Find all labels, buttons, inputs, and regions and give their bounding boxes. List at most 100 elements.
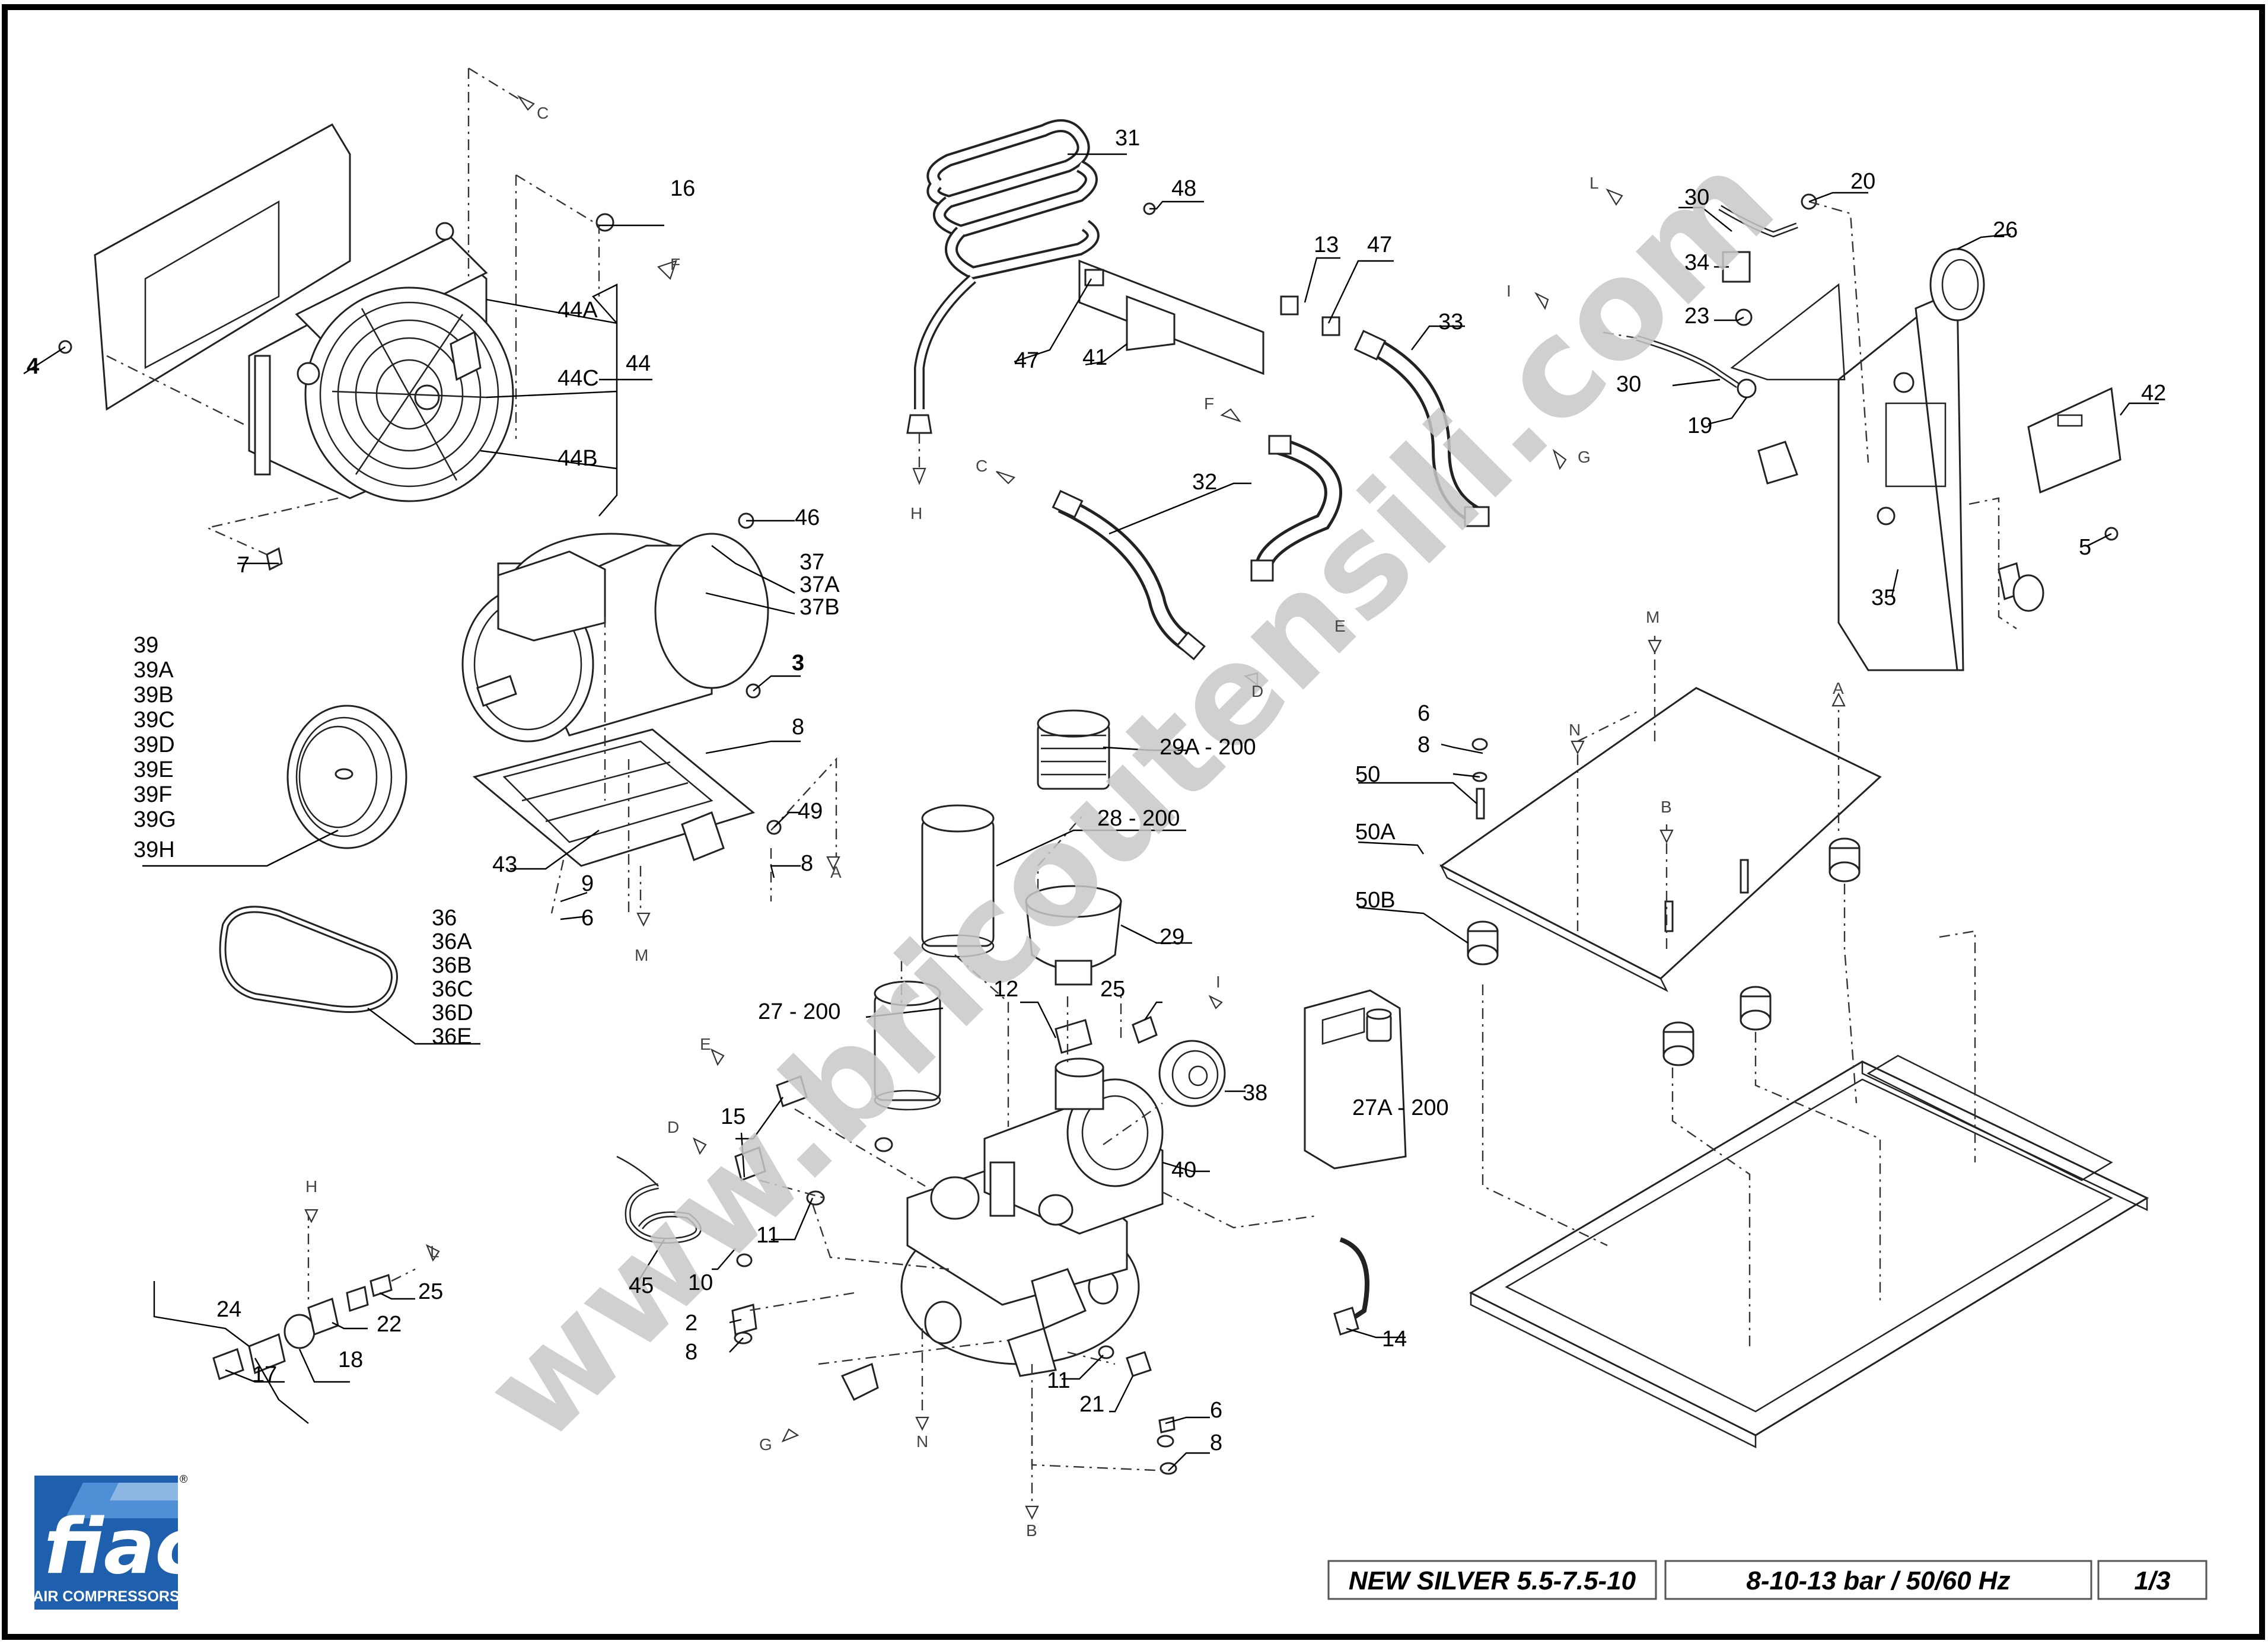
connection-letter: A <box>830 863 842 881</box>
part-label: 39F <box>133 782 172 807</box>
part-label: 19 <box>1687 413 1712 438</box>
part-label: 16 <box>670 176 695 201</box>
part-label: 17 <box>252 1362 277 1387</box>
part-label: 8 <box>1418 732 1430 757</box>
part-label: 4 <box>27 354 39 379</box>
connection-letter: I <box>1216 973 1221 991</box>
part-label: 44A <box>558 298 598 323</box>
part-label: 26 <box>1993 218 2018 243</box>
fitting-assembly <box>212 1274 393 1380</box>
connection-letter: C <box>976 457 988 475</box>
connection-letters: C F H C F G E D L I A M M N B A I E D H … <box>305 104 1844 1540</box>
air-end-compressor <box>616 1015 1369 1475</box>
base-frame <box>1439 687 2149 1449</box>
connection-letter: M <box>1646 608 1659 626</box>
connection-letter: H <box>305 1177 317 1196</box>
part-label: 36 <box>432 906 457 931</box>
connection-letter: I <box>1506 282 1511 300</box>
part-label: 10 <box>688 1270 713 1295</box>
part-label: 9 <box>581 871 594 896</box>
part-label: 8 <box>1210 1430 1222 1455</box>
connection-letter: M <box>635 946 648 964</box>
part-label: 37 <box>799 550 824 575</box>
connection-letter: L <box>430 1242 439 1261</box>
registered-mark: ® <box>180 1473 187 1485</box>
connection-letter: H <box>910 504 922 522</box>
connection-letter: G <box>759 1435 772 1454</box>
part-label: 6 <box>581 906 594 931</box>
part-label: 47 <box>1367 232 1392 257</box>
logo-tagline: AIR COMPRESSORS <box>33 1588 179 1605</box>
part-label: 46 <box>795 505 820 530</box>
connection-letter: L <box>1589 174 1599 192</box>
part-label: 39E <box>133 757 174 782</box>
part-label: 36D <box>432 1001 473 1025</box>
motor-pulley <box>286 705 407 849</box>
part-label: 41 <box>1082 345 1107 370</box>
part-label: 35 <box>1871 585 1896 610</box>
connection-letter: F <box>1204 394 1214 413</box>
part-label: 39D <box>133 732 175 757</box>
part-label: 33 <box>1438 310 1463 334</box>
part-label: 11 <box>1047 1368 1070 1393</box>
part-label: 39B <box>133 683 174 708</box>
leader-lines <box>23 153 2159 1471</box>
part-label: 32 <box>1192 470 1217 495</box>
part-label: 48 <box>1171 176 1196 201</box>
connection-letter: D <box>1251 682 1263 700</box>
part-label: 14 <box>1382 1327 1407 1352</box>
electric-motor <box>461 512 782 867</box>
part-label: 30 <box>1684 185 1709 210</box>
part-label: 15 <box>721 1104 746 1129</box>
part-label: 31 <box>1115 126 1140 151</box>
part-label: 2 <box>685 1311 697 1336</box>
control-panel-assembly <box>1636 193 2122 671</box>
oil-can <box>1304 989 1407 1170</box>
part-label: 36A <box>432 929 472 954</box>
part-label: 34 <box>1684 250 1709 275</box>
part-label: 12 <box>993 977 1018 1002</box>
part-label: 39H <box>133 837 175 862</box>
connection-letter: A <box>1833 679 1844 697</box>
part-label: 39 <box>133 633 158 658</box>
connection-letter: F <box>670 255 680 273</box>
part-label: 23 <box>1684 304 1709 329</box>
drawing-frame <box>2 4 2265 1640</box>
part-label: 6 <box>1210 1398 1222 1423</box>
connection-letter: C <box>537 104 549 122</box>
pressure-frequency-spec: 8-10-13 bar / 50/60 Hz <box>1746 1566 2010 1595</box>
part-label: 45 <box>629 1273 654 1298</box>
connection-letter: D <box>667 1118 679 1136</box>
model-name: NEW SILVER 5.5-7.5-10 <box>1349 1566 1636 1595</box>
part-label: 6 <box>1418 701 1430 726</box>
fiac-logo: fiac AIR COMPRESSORS ® <box>33 1473 200 1610</box>
part-label: 29A - 200 <box>1160 735 1256 760</box>
part-label: 44 <box>626 351 651 376</box>
part-label: 39G <box>133 807 176 832</box>
part-label: 40 <box>1171 1158 1196 1183</box>
connection-lines <box>106 67 2017 1506</box>
part-label: 18 <box>338 1347 363 1372</box>
part-label: 27A - 200 <box>1352 1095 1449 1120</box>
sheet-number: 1/3 <box>2134 1566 2170 1595</box>
part-label: 44B <box>558 446 598 471</box>
title-block: NEW SILVER 5.5-7.5-10 8-10-13 bar / 50/6… <box>1327 1560 2208 1600</box>
connection-letter: G <box>1578 448 1591 466</box>
part-label: 47 <box>1014 348 1039 373</box>
part-label: 50 <box>1355 762 1380 787</box>
part-label: 7 <box>237 553 250 578</box>
part-label: 27 - 200 <box>758 999 840 1024</box>
connection-letter: B <box>1661 798 1672 816</box>
connection-letter: E <box>1334 617 1346 635</box>
connection-letter: B <box>1026 1521 1037 1540</box>
part-label: 36C <box>432 977 473 1002</box>
part-label: 3 <box>792 651 804 676</box>
part-label: 5 <box>2079 535 2091 560</box>
connection-letter: N <box>916 1432 928 1451</box>
part-label: 50B <box>1355 888 1396 913</box>
part-label: 25 <box>1100 977 1125 1002</box>
part-label: 36B <box>432 953 472 978</box>
filters <box>874 709 1122 1111</box>
part-label: 37A <box>799 572 840 597</box>
